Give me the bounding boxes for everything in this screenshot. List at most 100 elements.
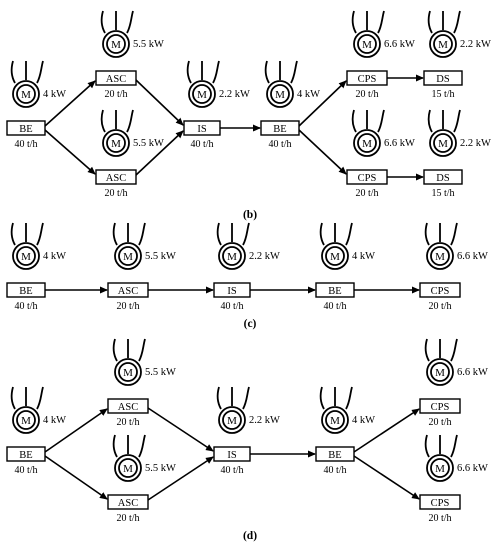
equipment-box (6, 282, 46, 298)
equipment-box (6, 120, 46, 136)
motor-power-label: 6.6 kW (457, 251, 488, 262)
flow-arrow (135, 79, 184, 126)
motor-wire (450, 222, 458, 246)
motor-inner-ring (106, 133, 126, 153)
flow-arrow (353, 408, 420, 453)
equipment-box (346, 169, 388, 185)
equipment-name: CPS (431, 286, 450, 297)
motor-icon: M (216, 386, 250, 434)
equipment-name: CPS (431, 498, 450, 509)
motor-inner-ring (433, 34, 453, 54)
equipment-box (260, 120, 300, 136)
motor-wire (112, 338, 118, 362)
capacity-label: 20 t/h (116, 513, 139, 524)
motor-letter: M (123, 463, 133, 475)
motor-letter: M (21, 251, 31, 263)
panel-labels: (b) (c) (d) (243, 209, 257, 542)
capacity-label: 40 t/h (323, 301, 346, 312)
motor-wire (112, 434, 118, 458)
equipment-name: DS (436, 74, 450, 85)
motor-wire (10, 60, 16, 84)
motor-power-label: 6.6 kW (384, 39, 415, 50)
capacity-label: 20 t/h (104, 89, 127, 100)
panel-label: (c) (244, 318, 257, 330)
equipment-box (213, 446, 251, 462)
motor-power-label: 6.6 kW (384, 138, 415, 149)
motor-wire (138, 222, 146, 246)
capacity-label: 15 t/h (431, 89, 454, 100)
flow-arrows (44, 74, 424, 501)
panel-label: (b) (243, 209, 257, 221)
equipment-name: BE (328, 450, 341, 461)
motor-letter: M (435, 251, 445, 263)
equipment-name: IS (227, 286, 236, 297)
motor-icon: M (427, 109, 461, 157)
motor-icon: M (10, 60, 44, 108)
motor-inner-ring (16, 84, 36, 104)
motor-icon: M (186, 60, 220, 108)
motor-wire (36, 222, 44, 246)
motor-wire (100, 10, 106, 34)
motor-power-label: 2.2 kW (249, 415, 280, 426)
motor-letter: M (330, 415, 340, 427)
capacity-label: 40 t/h (268, 139, 291, 150)
equipment-box (315, 446, 355, 462)
motor-icon: M (319, 386, 353, 434)
motor-inner-ring (222, 246, 242, 266)
motor-power-label: 2.2 kW (460, 138, 491, 149)
motor-letter: M (330, 251, 340, 263)
capacity-label: 40 t/h (220, 301, 243, 312)
motor-letter: M (21, 89, 31, 101)
motor-letter: M (362, 138, 372, 150)
motor-inner-ring (430, 246, 450, 266)
equipment-name: BE (273, 124, 286, 135)
flow-arrow (44, 80, 96, 127)
flow-arrow (135, 130, 184, 176)
motor-wire (138, 338, 146, 362)
motor-wire (126, 109, 134, 133)
motor-wire (100, 109, 106, 133)
motor-wire (424, 222, 430, 246)
motor-wire (450, 434, 458, 458)
capacity-label: 40 t/h (14, 139, 37, 150)
motor-letter: M (197, 89, 207, 101)
motor-inner-ring (270, 84, 290, 104)
motor-icon: M (424, 222, 458, 270)
motor-power-label: 4 kW (352, 251, 375, 262)
motor-inner-ring (118, 246, 138, 266)
motor-inner-ring (357, 34, 377, 54)
motor-icon: M (100, 109, 134, 157)
motor-letter: M (435, 463, 445, 475)
motor-power-label: 5.5 kW (133, 138, 164, 149)
equipment-box (423, 70, 463, 86)
motor-power-label: 4 kW (43, 89, 66, 100)
equipment-box (95, 70, 137, 86)
motor-letter: M (111, 138, 121, 150)
motor-wire (112, 222, 118, 246)
equipment-name: ASC (118, 402, 138, 413)
flow-arrow (353, 455, 420, 500)
motor-wire (126, 10, 134, 34)
motor-power-label: 4 kW (297, 89, 320, 100)
equipment-name: ASC (118, 498, 138, 509)
motor-wire (290, 60, 298, 84)
motor-inner-ring (118, 458, 138, 478)
equipment-box (107, 494, 149, 510)
panel-label: (d) (243, 530, 257, 542)
motor-inner-ring (433, 133, 453, 153)
motor-inner-ring (430, 362, 450, 382)
flow-arrow (147, 456, 214, 501)
motor-icon: M (351, 109, 385, 157)
flow-arrow (44, 408, 108, 453)
